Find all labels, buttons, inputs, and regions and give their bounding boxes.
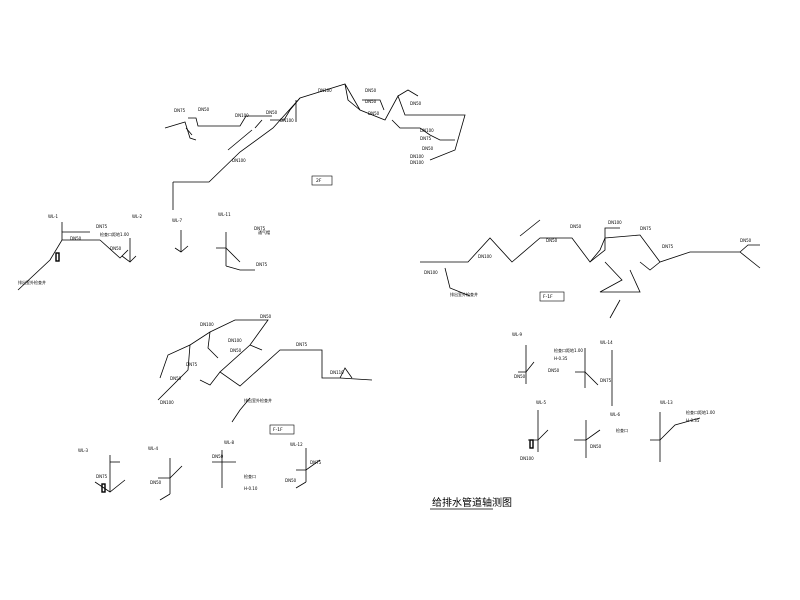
riser-label-wl4: WL-4: [148, 446, 159, 451]
svg-text:DN100: DN100: [608, 220, 622, 225]
svg-text:DN50: DN50: [368, 111, 380, 116]
svg-text:DN50: DN50: [740, 238, 752, 243]
pipe-size-6: DN50: [590, 444, 602, 449]
svg-text:DN50: DN50: [266, 110, 278, 115]
svg-text:DN50: DN50: [260, 314, 272, 319]
isometric-view-top: DN75 DN50 DN100 DN50 DN100 DN100 DN50 DN…: [164, 83, 466, 210]
svg-text:DN100: DN100: [200, 322, 214, 327]
svg-text:DN50: DN50: [514, 374, 526, 379]
svg-text:DN50: DN50: [110, 246, 122, 251]
svg-text:DN50: DN50: [198, 107, 210, 112]
svg-text:DN50: DN50: [170, 376, 182, 381]
svg-text:DN100: DN100: [424, 270, 438, 275]
svg-text:DN50: DN50: [365, 88, 377, 93]
svg-text:DN50: DN50: [548, 368, 560, 373]
svg-text:DN100: DN100: [235, 113, 249, 118]
pipe-size-2: DN50: [230, 348, 242, 353]
isometric-view-middle-left: DN100 DN50 DN75 DN100 DN50 DN100 DN50 DN…: [157, 314, 373, 435]
riser-label-wl1: WL-1: [48, 214, 59, 219]
note-level-3: H-0.35: [686, 418, 700, 423]
note-vent-cap: 通气帽: [258, 229, 270, 235]
pipe-size-5: DN100: [520, 456, 534, 461]
riser-label-wl9: WL-9: [512, 332, 523, 337]
note-outlet-3: 排出室外检查井: [244, 397, 272, 403]
svg-text:DN50: DN50: [422, 146, 434, 151]
svg-text:DN100: DN100: [160, 400, 174, 405]
pipe-size-1: DN100: [228, 338, 242, 343]
svg-text:检查口距地1.00: 检查口距地1.00: [686, 409, 715, 415]
riser-group-bottom-right: WL-9 WL-14 WL-5 WL-6 WL-13 检查口距地1.00 H-0…: [512, 332, 715, 462]
riser-label-wl14: WL-14: [600, 340, 613, 345]
pipe-size-4: DN110: [330, 370, 344, 375]
pipe-size-3: DN75: [296, 342, 308, 347]
svg-text:DN75: DN75: [420, 136, 432, 141]
svg-text:检查口距地1.00: 检查口距地1.00: [554, 347, 583, 353]
svg-text:DN50: DN50: [285, 478, 297, 483]
note-level-2: H-0.35: [554, 356, 568, 361]
view-label-c: F-1F: [273, 427, 283, 433]
svg-text:DN75: DN75: [174, 108, 186, 113]
svg-text:DN100: DN100: [280, 118, 294, 123]
svg-text:DN100: DN100: [318, 88, 332, 93]
riser-label-wl6: WL-6: [610, 412, 621, 417]
svg-text:DN75: DN75: [662, 244, 674, 249]
riser-label-wl5: WL-5: [536, 400, 547, 405]
svg-text:DN75: DN75: [96, 224, 108, 229]
isometric-view-middle-right: DN100 DN50 DN50 DN100 DN75 DN75 DN50 DN1…: [420, 219, 761, 319]
note-outlet-2: 排出室外检查井: [450, 291, 478, 297]
svg-text:检查口: 检查口: [616, 427, 628, 433]
riser-label-wl3: WL-3: [78, 448, 89, 453]
note-cleanout: 检查口距地1.00: [100, 231, 129, 237]
svg-text:DN50: DN50: [410, 101, 422, 106]
svg-text:DN50: DN50: [150, 480, 162, 485]
svg-text:DN100: DN100: [232, 158, 246, 163]
svg-text:DN100: DN100: [478, 254, 492, 259]
svg-text:DN100: DN100: [420, 128, 434, 133]
svg-text:DN75: DN75: [256, 262, 268, 267]
view-label-a: 2F: [316, 178, 322, 184]
svg-text:DN75: DN75: [600, 378, 612, 383]
riser-group-top-left: WL-1 WL-2 WL-7 WL-11 DN75 DN50 DN50 DN75…: [17, 212, 270, 291]
view-label-b: F-1F: [543, 294, 553, 300]
riser-label-wl7: WL-7: [172, 218, 183, 223]
note-level-1: H-0.10: [244, 486, 258, 491]
svg-text:检查口: 检查口: [244, 473, 256, 479]
svg-text:DN50: DN50: [365, 99, 377, 104]
svg-text:DN50: DN50: [212, 454, 224, 459]
note-outlet-1: 排出室外检查井: [18, 279, 46, 285]
svg-text:DN75: DN75: [186, 362, 198, 367]
svg-text:DN75: DN75: [254, 226, 266, 231]
svg-text:DN100: DN100: [410, 160, 424, 165]
riser-label-wl13: WL-13: [660, 400, 673, 405]
riser-group-bottom-left: WL-3 WL-4 WL-8 WL-12 DN75 DN50 DN50 检查口 …: [78, 440, 322, 501]
svg-text:DN50: DN50: [546, 238, 558, 243]
svg-text:DN75: DN75: [96, 474, 108, 479]
riser-label-wl11: WL-11: [218, 212, 231, 217]
riser-label-wl2: WL-2: [132, 214, 143, 219]
svg-text:DN50: DN50: [570, 224, 582, 229]
drawing-title-block: 给排水管道轴测图: [430, 496, 512, 510]
drawing-title: 给排水管道轴测图: [432, 496, 512, 509]
riser-label-wl8: WL-8: [224, 440, 235, 445]
svg-text:DN75: DN75: [310, 460, 322, 465]
svg-text:DN50: DN50: [70, 236, 82, 241]
riser-label-wl12: WL-12: [290, 442, 303, 447]
svg-text:DN75: DN75: [640, 226, 652, 231]
svg-text:DN100: DN100: [410, 154, 424, 159]
